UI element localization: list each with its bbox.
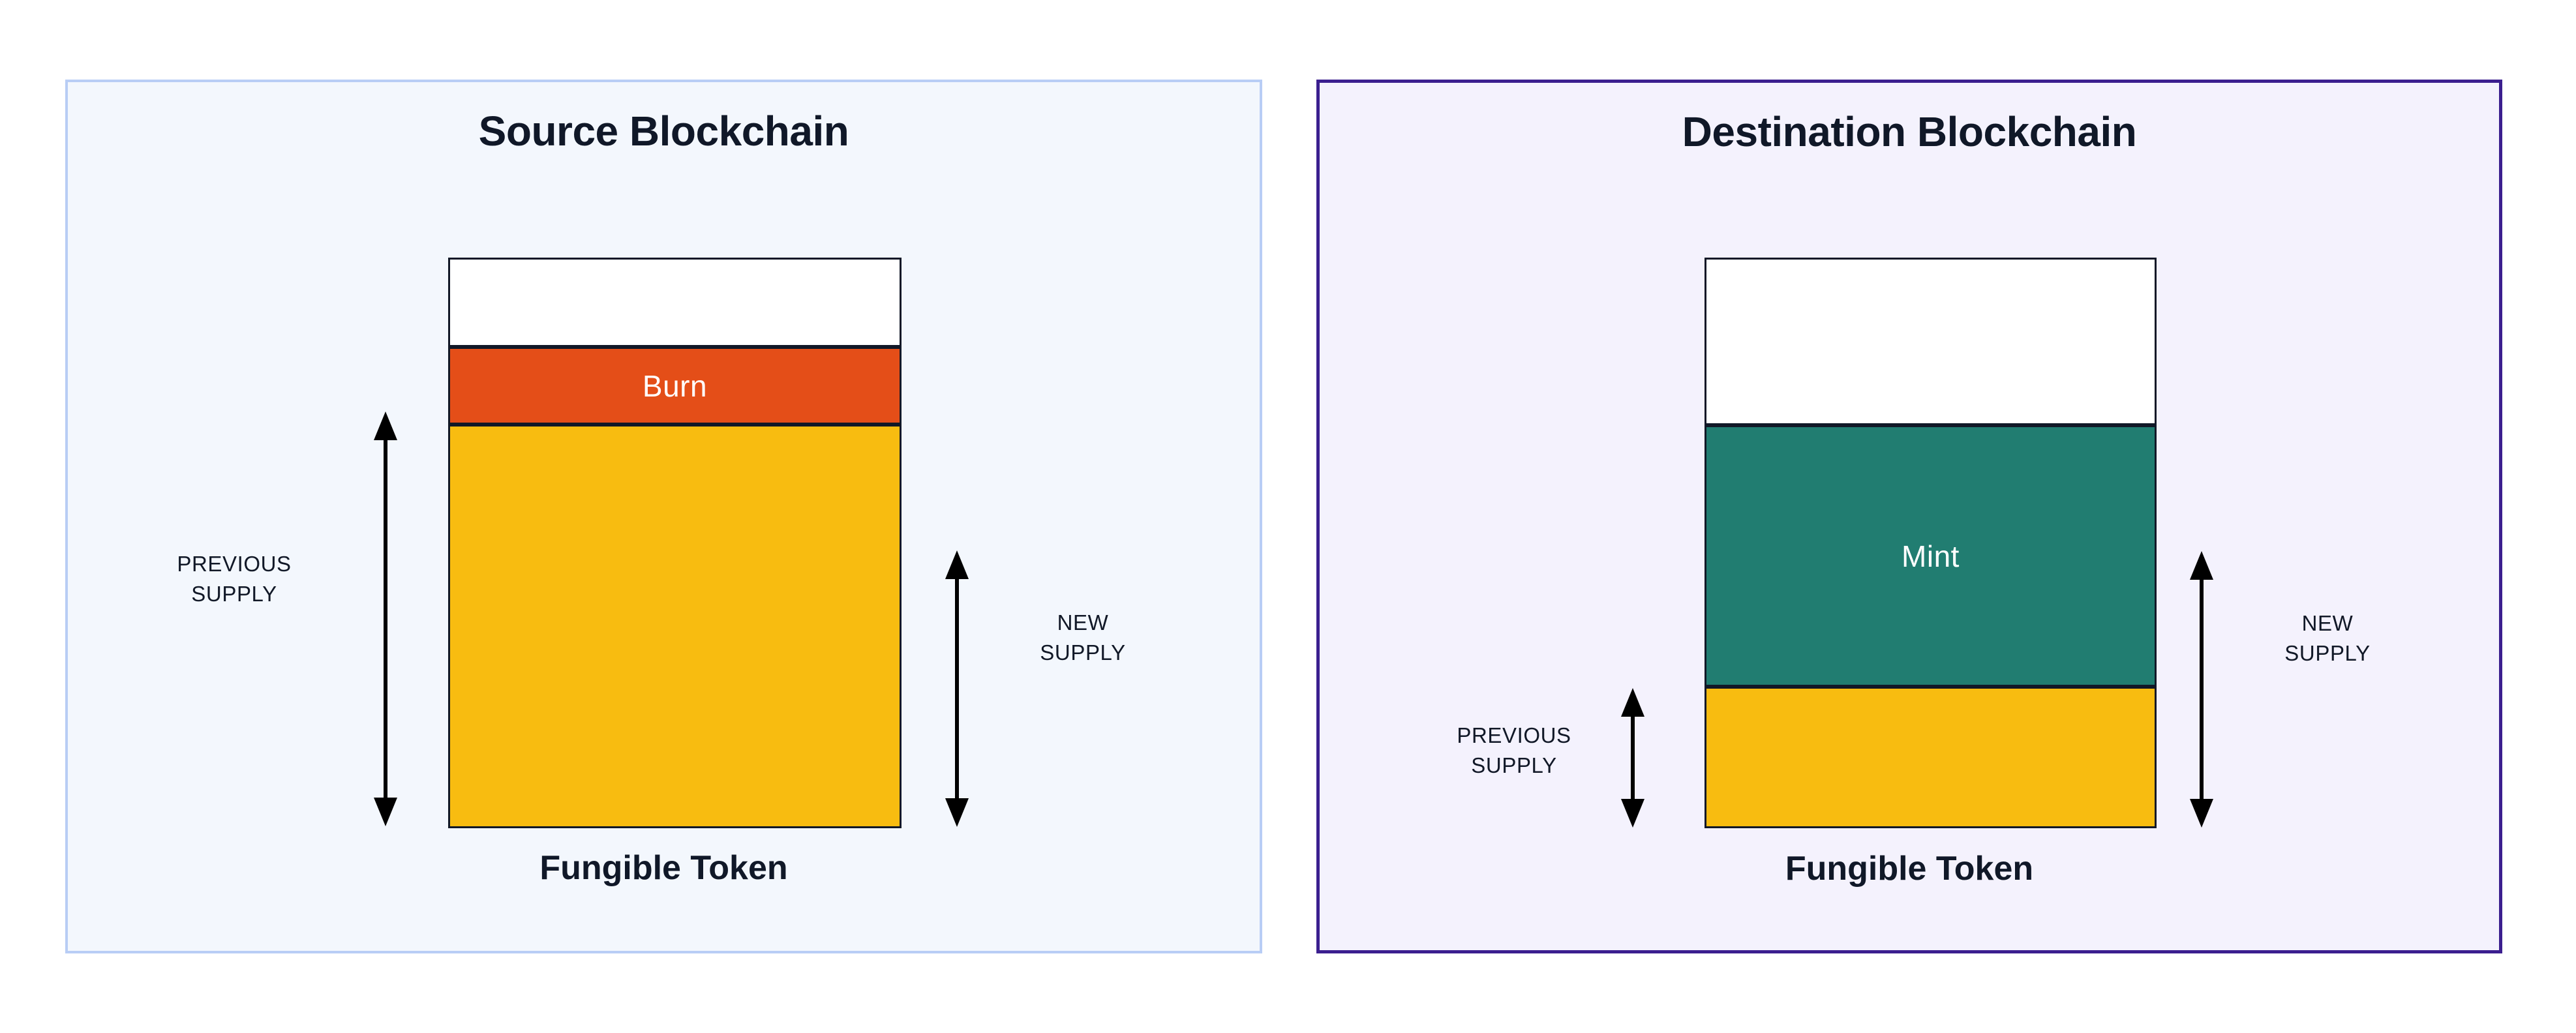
source-previous-supply-arrow	[374, 412, 397, 826]
destination-segment-mint-label: Mint	[1902, 539, 1960, 573]
source-segment-headroom	[448, 258, 902, 347]
source-previous-supply-label: PREVIOUS SUPPLY	[177, 552, 292, 606]
source-panel-title: Source Blockchain	[478, 108, 849, 155]
destination-new-supply-arrow	[2190, 551, 2213, 828]
source-segment-burn: Burn	[448, 347, 902, 425]
source-blockchain-panel: Source Blockchain Burn PREVIOUS SUPPLY N…	[65, 80, 1262, 953]
source-new-supply-label: NEW SUPPLY	[1040, 610, 1126, 665]
destination-segment-mint: Mint	[1705, 425, 2157, 687]
source-new-supply-arrow	[945, 550, 969, 827]
destination-segment-supply	[1705, 687, 2157, 828]
source-segment-supply	[448, 425, 902, 828]
destination-panel-title: Destination Blockchain	[1682, 108, 2137, 155]
source-token-bar: Burn	[448, 258, 902, 828]
destination-previous-supply-arrow	[1621, 688, 1644, 828]
source-panel-caption: Fungible Token	[539, 849, 788, 887]
destination-token-bar: Mint	[1705, 258, 2157, 828]
destination-new-supply-label: NEW SUPPLY	[2284, 611, 2371, 665]
source-segment-burn-label: Burn	[642, 368, 708, 403]
destination-blockchain-panel: Destination Blockchain Mint PREVIOUS SUP…	[1316, 80, 2502, 953]
destination-segment-headroom	[1705, 258, 2157, 425]
destination-previous-supply-label: PREVIOUS SUPPLY	[1457, 723, 1571, 777]
destination-panel-caption: Fungible Token	[1785, 850, 2034, 888]
